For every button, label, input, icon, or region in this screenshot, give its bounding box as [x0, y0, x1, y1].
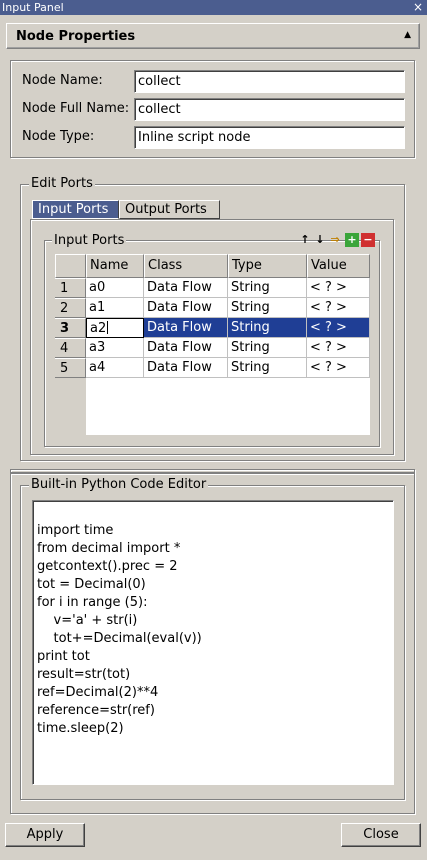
code-line: for i in range (5):: [37, 595, 148, 610]
port-type-cell[interactable]: String: [228, 358, 307, 378]
code-line: print tot: [37, 649, 90, 664]
row-number[interactable]: 1: [55, 278, 86, 298]
code-outer-frame: [10, 473, 415, 814]
node-type-label: Node Type:: [22, 129, 95, 144]
node-full-name-field[interactable]: collect: [134, 98, 405, 121]
port-type-cell[interactable]: String: [228, 298, 307, 318]
tab-output-ports[interactable]: Output Ports: [119, 200, 220, 219]
move-down-icon[interactable]: ↓: [315, 233, 325, 246]
code-line: import time: [37, 523, 114, 538]
column-header-value[interactable]: Value: [307, 254, 370, 278]
code-line: tot+=Decimal(eval(v)): [37, 631, 202, 646]
code-editor-textarea[interactable]: import time from decimal import * getcon…: [32, 500, 394, 785]
column-header-name[interactable]: Name: [86, 254, 144, 278]
port-class-cell[interactable]: Data Flow: [144, 318, 228, 338]
panel-title: Node Properties: [16, 29, 136, 44]
port-value-cell[interactable]: < ? >: [307, 278, 370, 298]
code-line: result=str(tot): [37, 667, 131, 682]
tab-pane: [30, 219, 394, 455]
edit-port-icon[interactable]: ⇒: [330, 233, 340, 246]
move-up-icon[interactable]: ↑: [300, 233, 310, 246]
row-number[interactable]: 2: [55, 298, 86, 318]
port-type-cell[interactable]: String: [228, 338, 307, 358]
row-number[interactable]: 4: [55, 338, 86, 358]
port-class-cell[interactable]: Data Flow: [144, 358, 228, 378]
port-name-cell[interactable]: a3: [86, 338, 144, 358]
close-icon[interactable]: ×: [412, 0, 423, 14]
code-line: tot = Decimal(0): [37, 577, 146, 592]
code-line: reference=str(ref): [37, 703, 155, 718]
node-name-field[interactable]: collect: [134, 70, 405, 93]
port-value-cell[interactable]: < ? >: [307, 338, 370, 358]
collapse-arrow-icon[interactable]: ▲: [404, 30, 411, 40]
input-ports-title: Input Ports: [52, 233, 127, 248]
port-value-cell[interactable]: < ? >: [307, 298, 370, 318]
edit-ports-title: Edit Ports: [29, 176, 95, 191]
add-port-icon[interactable]: +: [345, 233, 359, 247]
table-corner: [55, 254, 86, 278]
port-class-cell[interactable]: Data Flow: [144, 278, 228, 298]
input-ports-group: [44, 240, 380, 447]
port-type-cell[interactable]: String: [228, 278, 307, 298]
port-value-cell[interactable]: < ? >: [307, 318, 370, 338]
port-name-cell[interactable]: a4: [86, 358, 144, 378]
apply-button[interactable]: Apply: [5, 823, 85, 847]
column-header-class[interactable]: Class: [144, 254, 228, 278]
port-name-editor[interactable]: a2: [86, 318, 144, 338]
window-titlebar: Input Panel ×: [0, 0, 427, 15]
remove-port-icon[interactable]: −: [361, 233, 375, 247]
text-caret: [107, 321, 109, 334]
row-number[interactable]: 3: [55, 318, 86, 338]
row-number[interactable]: 5: [55, 358, 86, 378]
window-title: Input Panel: [2, 1, 64, 14]
code-editor-title: Built-in Python Code Editor: [29, 477, 209, 492]
column-header-type[interactable]: Type: [228, 254, 307, 278]
port-type-cell[interactable]: String: [228, 318, 307, 338]
port-class-cell[interactable]: Data Flow: [144, 338, 228, 358]
ports-table: [55, 254, 370, 435]
node-full-name-label: Node Full Name:: [22, 101, 130, 116]
port-class-cell[interactable]: Data Flow: [144, 298, 228, 318]
port-value-cell[interactable]: < ? >: [307, 358, 370, 378]
node-type-field[interactable]: Inline script node: [134, 126, 405, 149]
properties-frame: [10, 60, 415, 158]
code-editor-group: [20, 485, 405, 800]
node-properties-header[interactable]: Node Properties ▲: [6, 23, 420, 49]
port-name-cell[interactable]: a0: [86, 278, 144, 298]
node-name-label: Node Name:: [22, 73, 103, 88]
edit-ports-group: [20, 184, 405, 461]
code-line: from decimal import *: [37, 541, 181, 556]
port-name-cell[interactable]: a1: [86, 298, 144, 318]
code-line: getcontext().prec = 2: [37, 559, 178, 574]
splitter-handle[interactable]: [10, 469, 415, 473]
code-line: time.sleep(2): [37, 721, 124, 736]
code-line: ref=Decimal(2)**4: [37, 685, 159, 700]
port-name-text: a2: [90, 321, 107, 336]
code-line: v='a' + str(i): [37, 613, 138, 628]
close-button[interactable]: Close: [341, 823, 421, 847]
tab-input-ports[interactable]: Input Ports: [32, 200, 119, 219]
